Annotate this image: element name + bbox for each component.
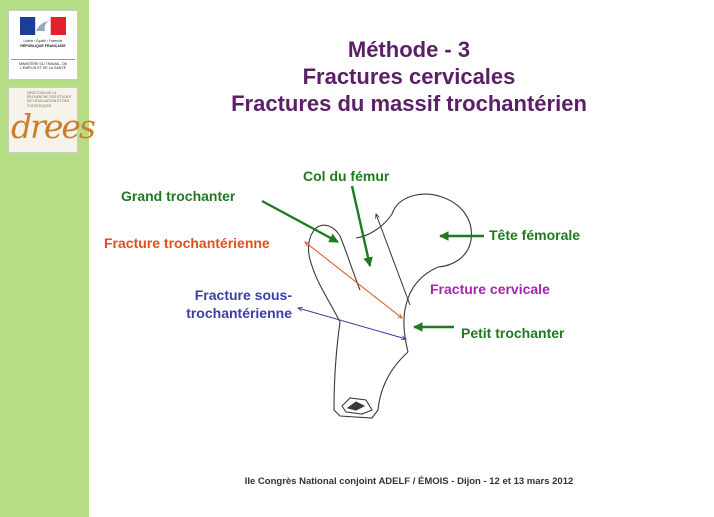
title-line-2: Fractures cervicales: [302, 64, 516, 89]
republique-francaise-logo: Liberté • Égalité • Fraternité RÉPUBLIQU…: [8, 10, 78, 80]
republique-name: RÉPUBLIQUE FRANÇAISE: [20, 44, 66, 48]
label-grand-trochanter: Grand trochanter: [121, 188, 236, 204]
sidebar: Liberté • Égalité • Fraternité RÉPUBLIQU…: [0, 0, 96, 517]
drees-logo: DIRECTION DE LA RECHERCHE DES ÉTUDES DE …: [8, 87, 96, 153]
slide-title: Méthode - 3 Fractures cervicales Fractur…: [104, 36, 714, 117]
grand-trochanter-arrow: [261, 199, 339, 244]
drees-side-text: DIRECTION DE LA RECHERCHE DES ÉTUDES DE …: [27, 91, 72, 108]
label-fracture-sous-line-1: Fracture sous-: [194, 287, 292, 303]
label-tete-femorale: Tête fémorale: [489, 227, 581, 243]
fracture-sous-trochanterienne-line: [298, 308, 406, 339]
republique-motto: Liberté • Égalité • Fraternité: [23, 39, 63, 43]
femur-outline: [307, 193, 472, 419]
label-col-femur: Col du fémur: [303, 168, 390, 184]
title-line-1: Méthode - 3: [347, 37, 471, 62]
label-fracture-cervicale: Fracture cervicale: [430, 281, 550, 297]
title-line-3: Fractures du massif trochantérien: [231, 91, 587, 116]
label-petit-trochanter: Petit trochanter: [461, 325, 565, 341]
drees-wordmark: drees: [11, 107, 96, 146]
label-fracture-trochanterienne: Fracture trochantérienne: [104, 235, 270, 251]
footer-conference: IIe Congrès National conjoint ADELF / ÉM…: [244, 476, 574, 487]
label-fracture-sous-line-2: trochantérienne: [186, 305, 292, 321]
fracture-cervicale-line: [376, 214, 411, 306]
col-femur-arrow: [350, 185, 373, 267]
label-fracture-sous-trochanterienne: Fracture sous- trochantérienne: [162, 286, 292, 322]
ministry-name: MINISTÈRE DU TRAVAIL, DE L'EMPLOI ET DE …: [11, 59, 75, 70]
marianne-flag-icon: [20, 17, 66, 35]
fracture-trochanterienne-line: [305, 242, 402, 318]
